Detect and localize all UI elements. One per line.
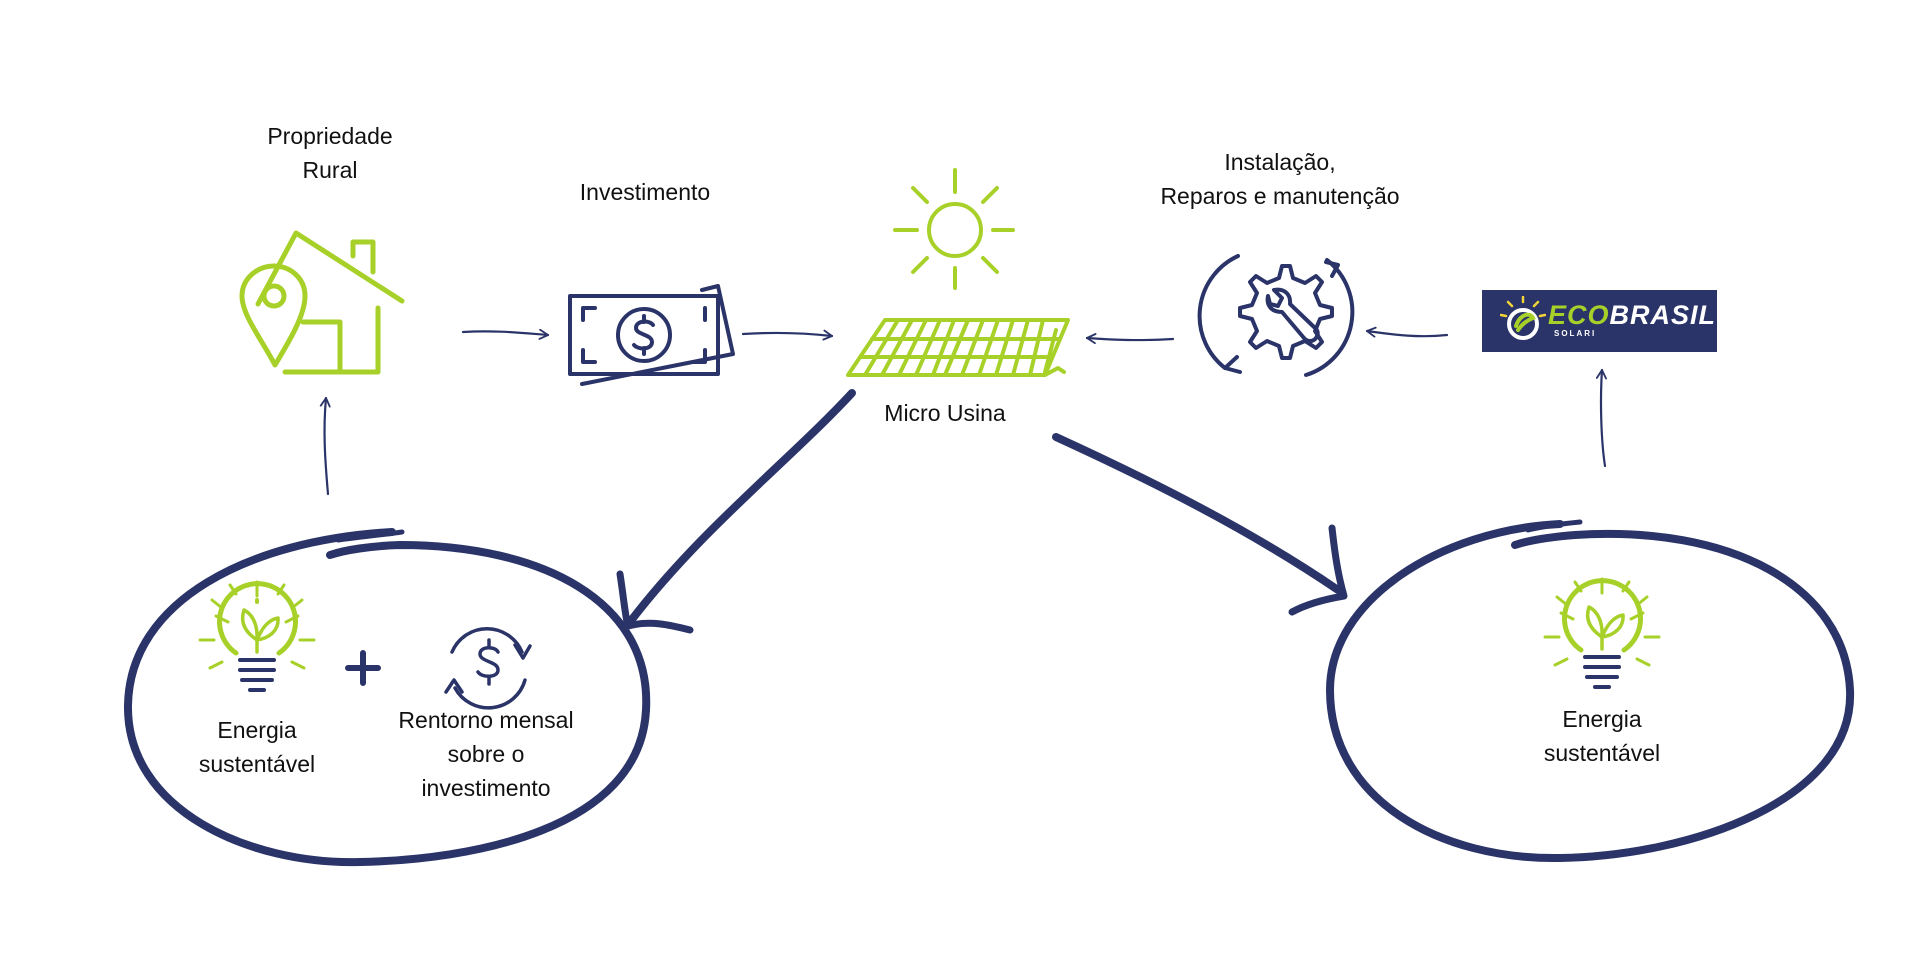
outcome-circles: [123, 519, 1855, 867]
label-retorno-line3: investimento: [421, 775, 551, 801]
label-instalacao: Instalação, Reparos e manutenção: [1140, 145, 1420, 213]
label-instalacao-line2: Reparos e manutenção: [1160, 183, 1400, 209]
money-bill-icon: [568, 284, 735, 386]
label-propriedade-rural: Propriedade Rural: [250, 119, 410, 187]
logo-subtitle: SOLARI: [1554, 329, 1597, 338]
logo-eco: ECO: [1548, 300, 1610, 330]
label-energia-left-line1: Energia: [217, 717, 297, 743]
logo-leaf-icon: [1500, 296, 1546, 340]
arrow-panel-to-right-outcome: [1052, 433, 1342, 594]
sun-icon: [893, 168, 1015, 290]
arrow-left-outcome-to-house: [319, 396, 331, 496]
logo-wordmark: ECOBRASIL: [1548, 300, 1716, 330]
arrow-right-outcome-to-logo: [1595, 368, 1607, 468]
label-propriedade-line2: Rural: [302, 157, 358, 183]
ecobrasil-logo: ECOBRASIL SOLARI: [1482, 290, 1717, 352]
label-energia-right-line2: sustentável: [1543, 740, 1661, 766]
right-outcome-circle: [1325, 520, 1855, 863]
logo-brasil: BRASIL: [1609, 300, 1717, 330]
solar-panel-icon: [846, 318, 1070, 377]
plus-icon: [345, 650, 381, 686]
arrows-thin: [319, 326, 1607, 496]
arrow-logo-to-gear: [1365, 326, 1449, 338]
dollar-cycle-icon: [444, 627, 532, 710]
left-outcome-circle: [123, 528, 651, 867]
label-energia-left: Energia sustentável: [177, 713, 337, 781]
label-micro-usina: Micro Usina: [884, 400, 1006, 426]
arrow-gear-to-panel: [1085, 333, 1175, 345]
label-energia-right-line1: Energia: [1562, 706, 1642, 732]
label-energia-right: Energia sustentável: [1522, 702, 1682, 770]
arrow-money-to-panel: [741, 329, 834, 341]
house-location-icon: [239, 230, 405, 375]
arrow-house-to-money: [461, 328, 550, 340]
gear-wrench-icon: [1197, 254, 1355, 377]
label-retorno: Rentorno mensal sobre o investimento: [380, 703, 592, 805]
label-energia-left-line2: sustentável: [198, 751, 316, 777]
label-investimento: Investimento: [579, 179, 711, 205]
label-retorno-line1: Rentorno mensal: [398, 707, 574, 733]
label-propriedade-line1: Propriedade: [267, 123, 393, 149]
lightbulb-leaf-icon-right: [1543, 577, 1661, 689]
label-instalacao-line1: Instalação,: [1224, 149, 1336, 175]
arrows-thick: [616, 389, 1348, 634]
lightbulb-leaf-icon-left: [198, 580, 316, 692]
label-retorno-line2: sobre o: [447, 741, 525, 767]
arrow-panel-to-left-outcome: [626, 389, 856, 626]
